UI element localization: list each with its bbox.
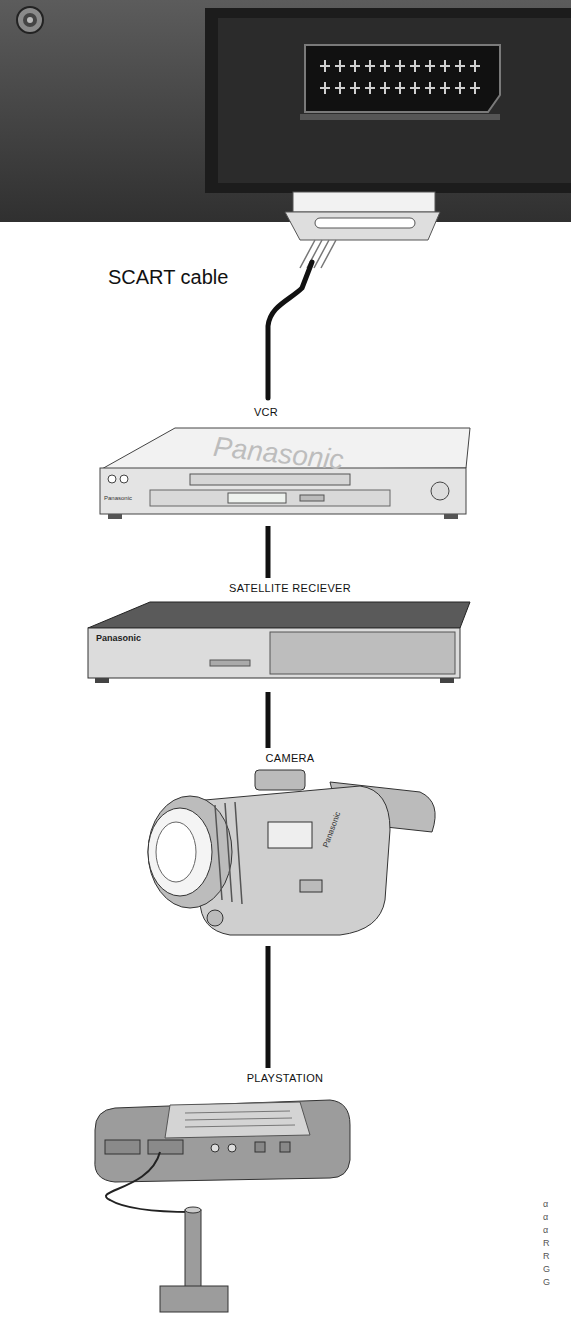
device-label: PLAYSTATION xyxy=(76,1068,494,1084)
edge-text: G xyxy=(543,1265,550,1275)
cable-label: SCART cable xyxy=(108,266,228,288)
device-node: CAMERA xyxy=(116,748,464,946)
edge-text: R xyxy=(543,1252,550,1262)
cable-line xyxy=(266,526,271,578)
edge-text: G xyxy=(543,1278,550,1288)
device-label: SATELLITE RECIEVER xyxy=(81,578,499,594)
edge-text: α xyxy=(543,1213,548,1223)
edge-text: α xyxy=(543,1226,548,1236)
cable-line xyxy=(266,692,271,748)
edge-text: R xyxy=(543,1239,550,1249)
device-label: CAMERA xyxy=(116,748,464,764)
playstation-illustration xyxy=(95,1100,350,1312)
device-node: PLAYSTATION xyxy=(76,1068,494,1318)
tv-back-panel xyxy=(0,0,571,222)
vcr-illustration xyxy=(100,428,470,519)
device-label: VCR xyxy=(76,402,456,418)
camera-illustration xyxy=(148,770,435,935)
satellite-receiver-illustration xyxy=(88,602,470,683)
brand-text: Panasonic xyxy=(104,495,132,502)
brand-text: Panasonic xyxy=(96,634,141,644)
device-node: SATELLITE RECIEVER xyxy=(81,578,499,692)
edge-text: α xyxy=(543,1200,548,1210)
cable-line xyxy=(266,946,271,1068)
scart-plug xyxy=(268,192,440,398)
